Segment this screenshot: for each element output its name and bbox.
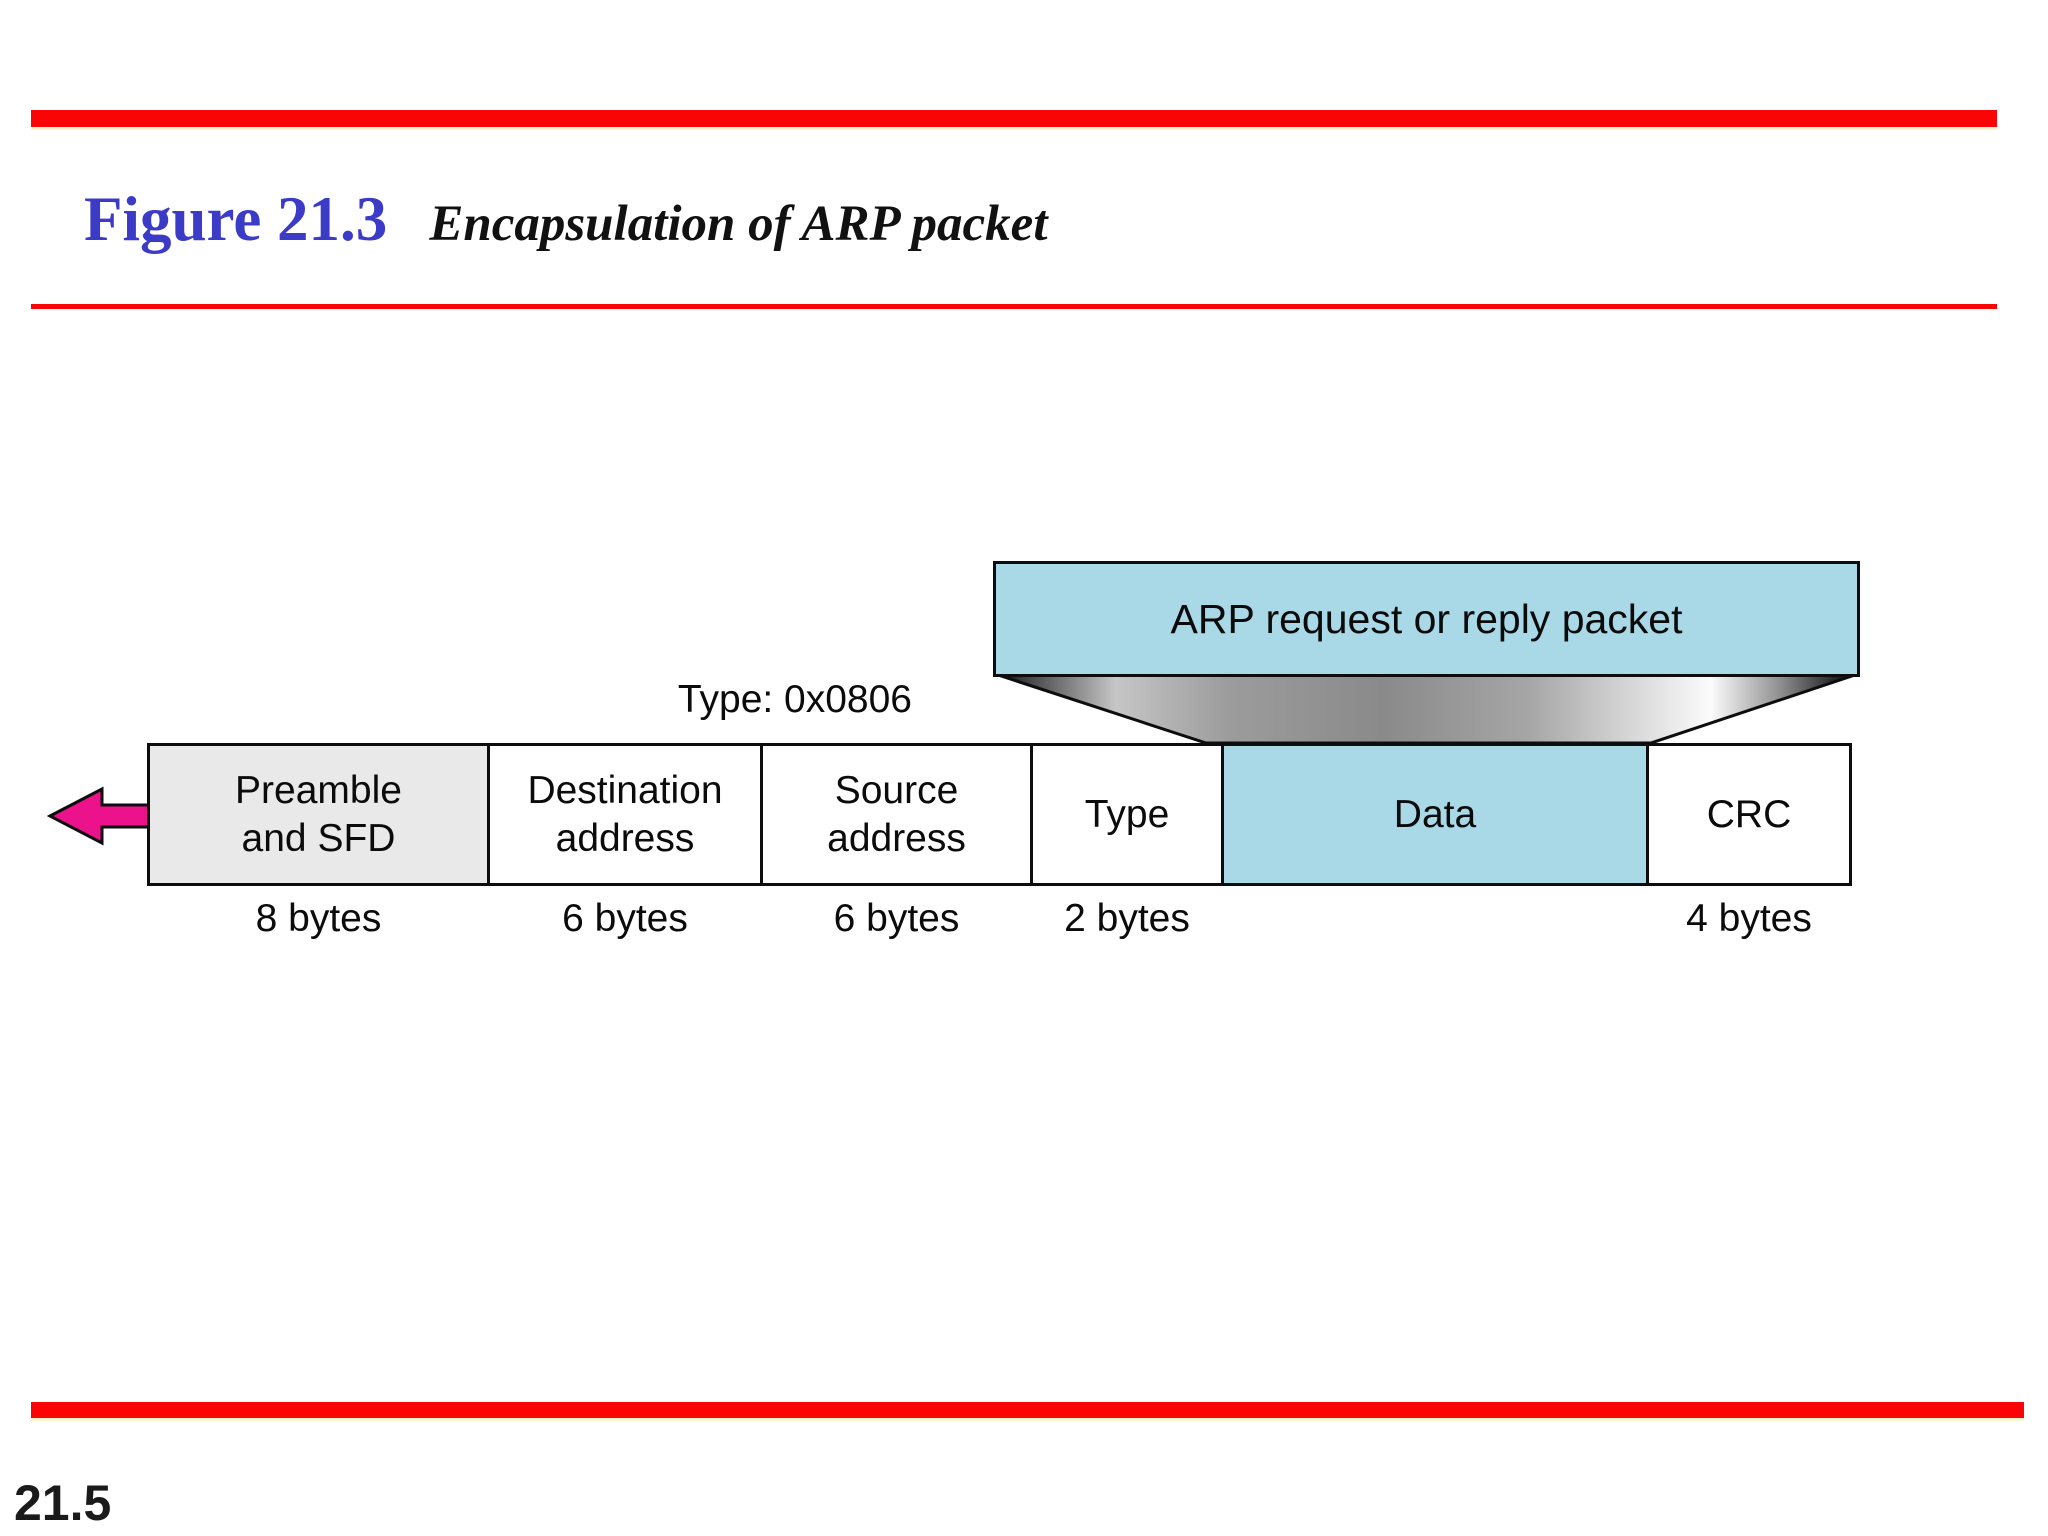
bottom-accent-bar [31,1402,2024,1421]
frame-field-type: Type [1030,743,1224,886]
figure-label: Figure 21.3 [84,184,388,254]
field-label-line: CRC [1706,792,1792,836]
byte-size-label: 8 bytes [255,897,382,940]
frame-field-crc: CRC [1646,743,1852,886]
field-label-line: address [827,816,966,860]
field-label-line: Source [834,768,959,812]
encapsulation-funnel [994,672,1859,745]
type-annotation: Type: 0x0806 [677,678,912,721]
field-label-line: Data [1393,792,1477,836]
title-underline-rule [31,304,1997,309]
arp-packet-box-label: ARP request or reply packet [1170,595,1683,642]
byte-size-label: 6 bytes [833,897,960,940]
field-label-line: Preamble [235,768,402,812]
arp-packet-box: ARP request or reply packet [993,561,1860,677]
transmission-direction-arrow-icon [46,786,152,846]
field-label-line: Type [1084,792,1170,836]
figure-title: Encapsulation of ARP packet [429,196,1048,252]
frame-field-data: Data [1221,743,1649,886]
field-label-line: Destination [527,768,723,812]
frame-field-preamble-sfd: Preamble and SFD [147,743,490,886]
top-accent-bar [31,110,1997,130]
field-label-line: address [555,816,695,860]
field-label-line: and SFD [241,816,396,860]
byte-size-label: 6 bytes [562,897,688,940]
byte-size-label: 2 bytes [1064,897,1190,940]
slide-title: Figure 21.3 Encapsulation of ARP packet [84,188,1048,251]
byte-size-label: 4 bytes [1686,897,1812,940]
frame-field-destination-address: Destination address [487,743,763,886]
frame-field-source-address: Source address [760,743,1033,886]
page-number: 21.5 [14,1475,112,1531]
